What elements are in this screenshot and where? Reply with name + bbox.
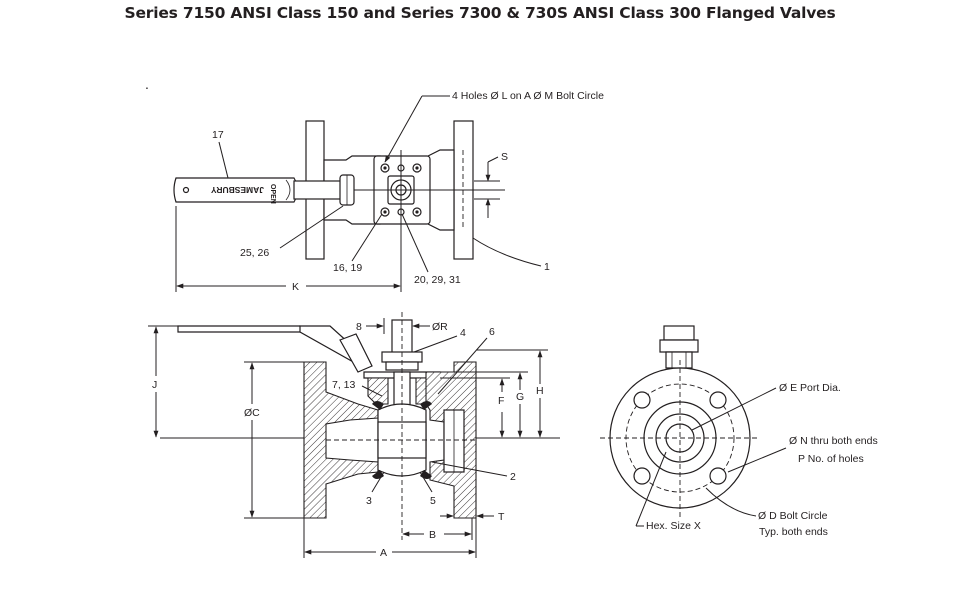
label-a: A: [380, 547, 387, 559]
label-typ: Typ. both ends: [759, 526, 828, 538]
label-p: P No. of holes: [798, 453, 864, 465]
handle-open-text: OPEN: [269, 184, 276, 204]
stray-marker: .: [145, 76, 149, 92]
left-flange-section: [303, 361, 379, 519]
operator-top: [663, 325, 695, 341]
label-4: 4: [460, 327, 466, 339]
section-view: J ØC F G H 8 ØR 4 6 7, 13: [148, 312, 560, 559]
label-t: T: [498, 511, 505, 523]
handle-lever-side: [177, 325, 306, 333]
label-n: Ø N thru both ends: [789, 435, 878, 447]
flange-bolt-holes: [633, 391, 727, 485]
label-k: K: [292, 281, 299, 293]
label-f: F: [498, 395, 504, 407]
end-view: Ø E Port Dia. Ø N thru both ends P No. o…: [600, 325, 878, 538]
label-3: 3: [366, 495, 372, 507]
label-8: 8: [356, 321, 362, 333]
holes-callout: 4 Holes Ø L on A Ø M Bolt Circle: [452, 90, 604, 102]
label-x: Hex. Size X: [646, 520, 701, 532]
label-5: 5: [430, 495, 436, 507]
label-e: Ø E Port Dia.: [779, 382, 841, 394]
top-view: JAMESBURY OPEN S 4 Holes Ø L on A Ø M Bo…: [173, 90, 604, 293]
label-d: Ø D Bolt Circle: [758, 510, 828, 522]
label-h: H: [536, 385, 544, 397]
label-20-29-31: 20, 29, 31: [414, 274, 461, 286]
label-7-13: 7, 13: [332, 379, 356, 391]
label-17: 17: [212, 129, 224, 141]
label-g: G: [516, 391, 524, 403]
handle-brand: JAMESBURY: [211, 185, 264, 195]
label-1: 1: [544, 261, 550, 273]
page-title: Series 7150 ANSI Class 150 and Series 73…: [124, 4, 836, 22]
label-s: S: [501, 151, 508, 163]
label-r: ØR: [432, 321, 448, 333]
label-j: J: [152, 379, 157, 391]
label-25-26: 25, 26: [240, 247, 269, 259]
label-b: B: [429, 529, 436, 541]
label-2: 2: [510, 471, 516, 483]
handle-top: JAMESBURY OPEN: [173, 174, 355, 206]
label-6: 6: [489, 326, 495, 338]
label-c: ØC: [244, 407, 260, 419]
label-16-19: 16, 19: [333, 262, 362, 274]
